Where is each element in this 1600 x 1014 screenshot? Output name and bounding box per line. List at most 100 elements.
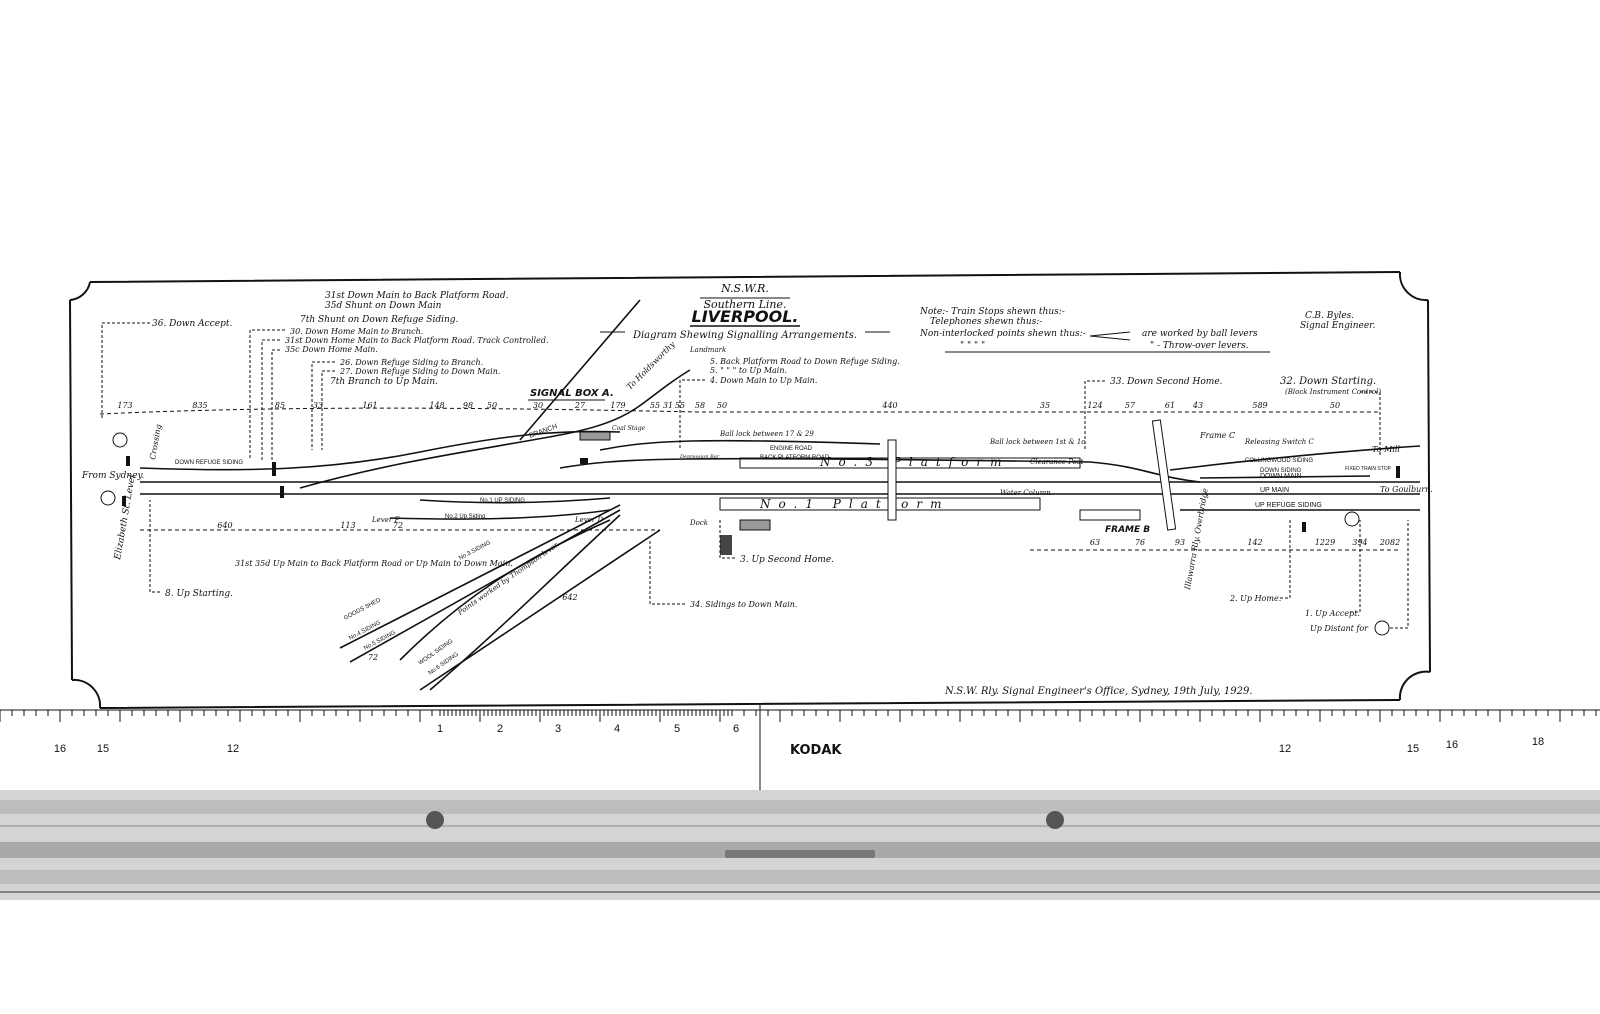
label-clearance-post: Clearance Post xyxy=(1030,458,1083,466)
dock-building xyxy=(739,519,771,531)
signal-posts xyxy=(100,432,1400,532)
signal-32: 32. Down Starting. xyxy=(1280,376,1376,387)
label-back-platform: BACK PLATFORM ROAD xyxy=(760,455,830,461)
track-sidings-fan-1 xyxy=(339,504,621,649)
track-sidings-fan-2 xyxy=(349,509,621,663)
label-depression-bar: Depression Bar xyxy=(679,454,720,460)
landmark: Landmark xyxy=(689,346,726,354)
distance-label: 640 xyxy=(217,521,232,530)
dimension-lines xyxy=(99,407,1400,551)
signal-35a: 35d Shunt on Down Main xyxy=(325,301,442,311)
label-releasing-switch: Releasing Switch C xyxy=(1244,438,1315,446)
track-back-platform xyxy=(559,457,1201,483)
frame-b-box xyxy=(1079,509,1141,521)
track-engine-road xyxy=(599,439,881,451)
distance-label: 76 xyxy=(1135,538,1145,547)
signal-4: 4. Down Main to Up Main. xyxy=(709,376,817,385)
signal-post-icon xyxy=(122,496,126,506)
label-lever-d: Lever D xyxy=(574,516,603,524)
distance-label: 85 xyxy=(275,401,285,410)
platform-no1 xyxy=(719,497,1041,511)
footbridge xyxy=(887,439,897,521)
distance-label: 57 xyxy=(1125,401,1136,410)
distance-label: 589 xyxy=(1252,401,1267,410)
coal-stage xyxy=(579,431,611,441)
signal-post-icon xyxy=(1302,522,1306,532)
signal-8-icon xyxy=(100,490,116,506)
signal-post-icon xyxy=(1396,466,1400,478)
ruler-label: 5 xyxy=(674,723,680,735)
signal-27: 27. Down Refuge Siding to Down Main. xyxy=(339,367,500,376)
note-throwover: " - Throw-over levers. xyxy=(1150,341,1249,351)
title-block: N.S.W.R. Southern Line. LIVERPOOL. Diagr… xyxy=(600,282,890,341)
signal-post-icon xyxy=(280,486,284,498)
ruler-label: 2 xyxy=(497,723,503,735)
distance-label: 179 xyxy=(610,401,625,410)
track-layout xyxy=(139,299,1421,691)
distance-label: 58 xyxy=(695,401,705,410)
track-collingwood xyxy=(1169,445,1421,471)
signal-box-icon xyxy=(580,458,588,464)
label-down-siding: DOWN SIDING xyxy=(1260,468,1302,474)
distance-label: 2082 xyxy=(1379,538,1400,547)
track-sidings-fan-5 xyxy=(419,529,661,691)
signal-7a: 7th Shunt on Down Refuge Siding. xyxy=(300,315,459,325)
track-sidings-fan-3 xyxy=(399,519,611,661)
signal-hut xyxy=(720,535,732,555)
signal-33: 33. Down Second Home. xyxy=(1110,377,1223,387)
distance-label: 440 xyxy=(881,401,897,410)
ruler-label: 3 xyxy=(555,723,561,735)
signal-3: 3. Up Second Home. xyxy=(740,555,834,565)
frame-c-label: Frame C xyxy=(1199,431,1235,440)
label-collingwood: COLLINGWOOD SIDING xyxy=(1245,458,1313,464)
signal-post-icon xyxy=(126,456,130,466)
label-down-main: DOWN MAIN xyxy=(1260,473,1302,480)
note-train-stops: Note:- Train Stops shewn thus:- xyxy=(919,307,1065,317)
signal-31a: 31st Down Main to Back Platform Road. xyxy=(325,291,509,301)
elizabeth-st: Elizabeth St. Level xyxy=(113,474,138,561)
distance-label: 30 xyxy=(533,401,543,410)
signal-31b: 31st Down Home Main to Back Platform Roa… xyxy=(285,336,549,345)
note-telephones: Telephones shewn thus:- xyxy=(930,317,1042,327)
note-points: Non-interlocked points shewn thus:- xyxy=(919,329,1086,339)
ruler-label: 15 xyxy=(1407,743,1419,755)
signal-36: 36. Down Accept. xyxy=(152,319,232,329)
note-ditto: " " " " xyxy=(960,341,985,351)
ruler-ticks xyxy=(0,710,1597,722)
signal-1-icon xyxy=(1344,511,1360,527)
label-engine-road: ENGINE ROAD xyxy=(770,446,813,452)
distance-label: 835 xyxy=(192,401,207,410)
mounting-board xyxy=(0,790,1600,900)
ruler-label: 12 xyxy=(227,743,239,755)
ruler-label: 16 xyxy=(54,743,66,755)
screw-icon xyxy=(426,811,444,829)
clip-bar xyxy=(725,850,875,858)
overbridge-label: Illawarra Rly. Overbridge xyxy=(1183,487,1210,591)
track-down-siding xyxy=(1199,475,1371,479)
signal-32-note: (Block Instrument Control) xyxy=(1285,388,1381,396)
signal-7b: 7th Branch to Up Main. xyxy=(330,377,438,387)
engineer-title: Signal Engineer. xyxy=(1300,321,1375,331)
signal-1: 1. Up Accept. xyxy=(1305,609,1360,618)
signal-36-icon xyxy=(112,432,128,448)
signal-2: 2. Up Home. xyxy=(1229,594,1281,603)
signal-26: 26. Down Refuge Siding to Branch. xyxy=(339,358,483,367)
label-ball-lock-17: Ball lock between 17 & 29 xyxy=(719,430,814,438)
drawing-frame xyxy=(69,271,1431,709)
label-no1-up: No.1 UP SIDING xyxy=(480,498,525,504)
engineer-block: C.B. Byles. Signal Engineer. xyxy=(1300,311,1375,331)
signal-post-icon xyxy=(272,462,276,476)
signal-5a: 5. Back Platform Road to Down Refuge Sid… xyxy=(710,357,900,366)
ruler-brand: KODAK xyxy=(790,743,842,758)
ruler-label: 6 xyxy=(733,723,739,735)
distance-label: 124 xyxy=(1087,401,1102,410)
label-no2-up: No.2 Up Siding xyxy=(445,514,485,520)
distance-label: 55 xyxy=(675,401,685,410)
label-fixed-stop: FIXED TRAIN STOP xyxy=(1345,466,1392,472)
distance-label: 55 xyxy=(650,401,660,410)
railway-name: N.S.W.R. xyxy=(720,282,769,295)
